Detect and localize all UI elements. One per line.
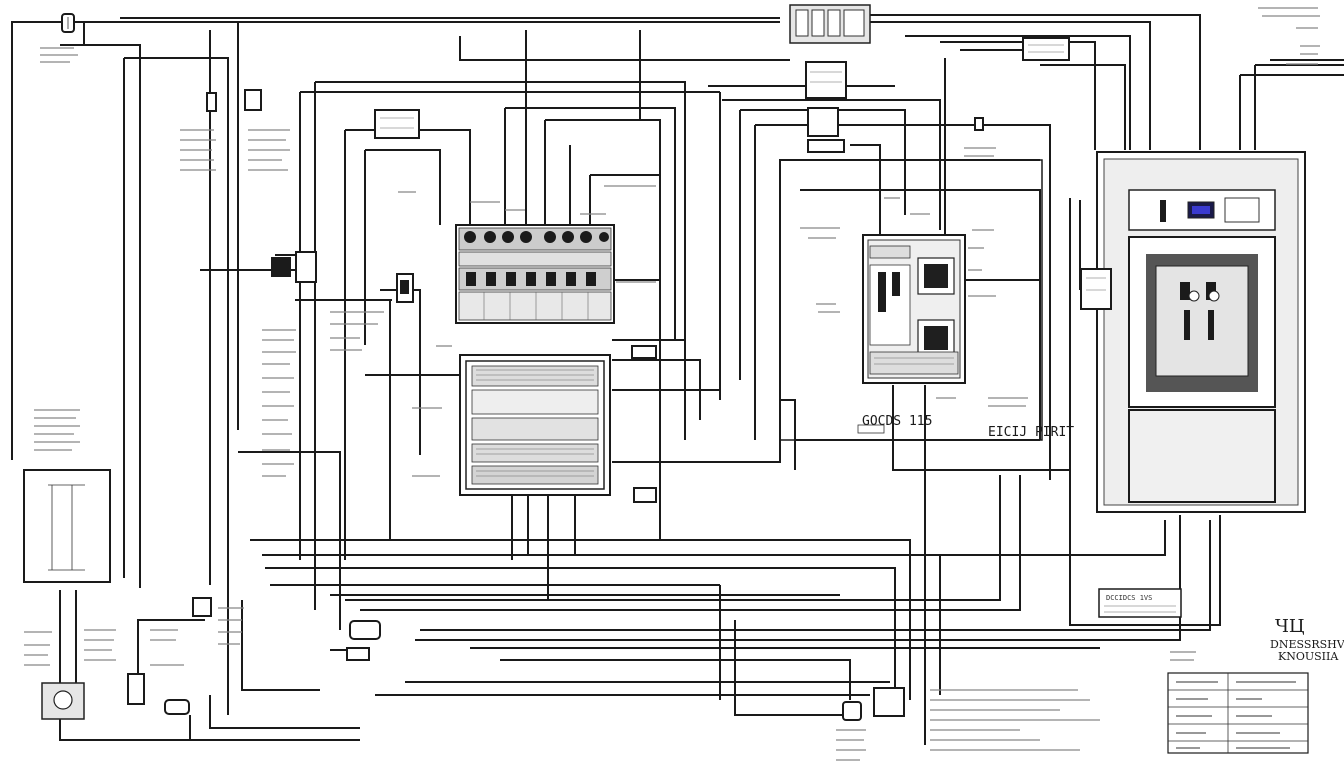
title-block: ЧЦ DNESSRSHVI KNOUSIIA [1270, 616, 1344, 663]
meter-label: GOCDS 115 [862, 414, 932, 429]
contactor-fins [471, 365, 599, 485]
title-line-1: DNESSRSHVI [1270, 638, 1344, 651]
small-boxes [346, 345, 905, 721]
eicij-pirit-panel: EICIJ PIRIT [779, 159, 1074, 441]
top-left-fuse [61, 13, 75, 33]
title-logo: ЧЦ [1275, 616, 1305, 637]
top-terminal-block [374, 109, 984, 139]
left-relay-small [192, 89, 317, 617]
mid-top-module [805, 61, 847, 153]
title-line-2: KNOUSIIA [1278, 650, 1339, 663]
panel-label: EICIJ PIRIT [988, 425, 1074, 440]
left-terminal-box [23, 469, 111, 583]
side-switch [1080, 268, 1112, 310]
upper-right-module [1022, 37, 1070, 61]
contactor-unit [459, 354, 611, 496]
cabinet-top-panel [1128, 189, 1276, 231]
meter-label-group: GOCDS 115 [857, 414, 932, 434]
breaker-slots [466, 272, 596, 286]
wire-network [11, 14, 1344, 745]
breaker-knobs [464, 231, 609, 243]
cabinet-lower-door [1128, 409, 1276, 503]
cabinet-window [1128, 236, 1276, 408]
top-control-module [789, 4, 871, 44]
cabinet [1096, 151, 1306, 513]
breaker-tag [396, 273, 414, 303]
legend-box: DCCIDCS 1VS [1098, 588, 1182, 618]
bill-of-materials-table [1167, 672, 1309, 754]
relay-module [862, 234, 966, 384]
annotation-scribbles [24, 7, 1320, 761]
breaker-bank [455, 224, 615, 324]
display-screen [1192, 206, 1210, 214]
legend-tag: DCCIDCS 1VS [1106, 594, 1152, 602]
bottom-left-meter [41, 673, 190, 720]
